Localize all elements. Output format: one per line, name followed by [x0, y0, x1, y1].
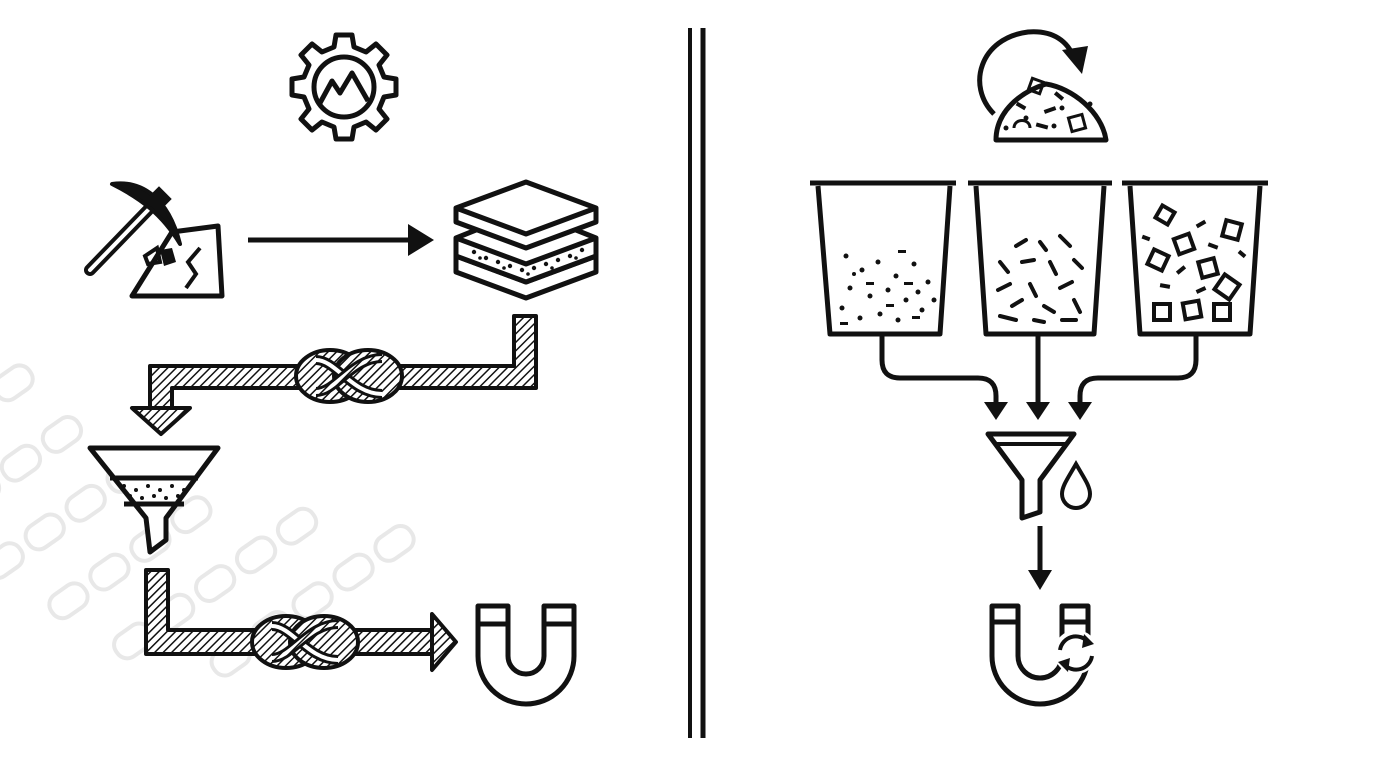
- arrowhead: [984, 402, 1008, 420]
- stacked-layers-icon: [453, 179, 599, 301]
- funnel-droplet-icon: [985, 431, 1093, 521]
- funnel-icon: [87, 445, 221, 555]
- left-panel: [84, 32, 599, 707]
- arrowhead: [408, 224, 434, 256]
- recycle-pile-icon: [977, 29, 1109, 143]
- magnet-recycle-icon: [989, 603, 1098, 707]
- right-panel: [810, 29, 1268, 707]
- magnet-icon: [475, 603, 577, 707]
- knotted-pipe-arrow: [130, 314, 538, 436]
- bin-chunks-icon: [1122, 180, 1268, 337]
- arrowhead: [1028, 570, 1052, 590]
- bin-fine-particles-icon: [810, 180, 956, 337]
- pickaxe-ore-icon: [84, 181, 225, 299]
- knotted-pipe-arrow: [144, 568, 458, 672]
- arrowhead: [1026, 402, 1050, 420]
- gear-mountain-icon: [289, 32, 399, 142]
- arrowhead: [1068, 402, 1092, 420]
- bin-rods-icon: [968, 180, 1112, 337]
- merge-arrows: [879, 336, 1199, 408]
- panel-divider: [688, 28, 706, 738]
